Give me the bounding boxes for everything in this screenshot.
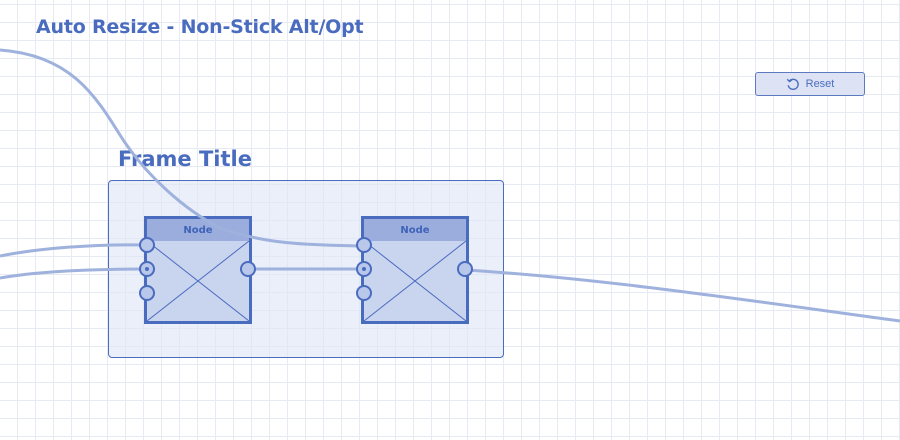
node-body bbox=[146, 240, 250, 322]
node-2-input-port-2[interactable] bbox=[356, 261, 372, 277]
reset-label: Reset bbox=[805, 78, 835, 90]
node-1[interactable]: Node bbox=[144, 216, 252, 324]
node-title: Node bbox=[183, 224, 213, 236]
reset-button[interactable]: Reset bbox=[755, 72, 865, 96]
frame-title[interactable]: Frame Title bbox=[118, 147, 252, 171]
node-header[interactable]: Node bbox=[364, 219, 466, 241]
node-placeholder-icon bbox=[363, 240, 467, 322]
node-1-input-port-2[interactable] bbox=[139, 261, 155, 277]
node-1-output-port[interactable] bbox=[240, 261, 256, 277]
node-1-input-port-3[interactable] bbox=[139, 285, 155, 301]
node-header[interactable]: Node bbox=[147, 219, 249, 241]
node-title: Node bbox=[400, 224, 430, 236]
page-title: Auto Resize - Non-Stick Alt/Opt bbox=[36, 16, 364, 38]
node-2[interactable]: Node bbox=[361, 216, 469, 324]
refresh-icon bbox=[786, 77, 800, 91]
node-body bbox=[363, 240, 467, 322]
node-2-input-port-3[interactable] bbox=[356, 285, 372, 301]
node-2-output-port[interactable] bbox=[457, 261, 473, 277]
node-placeholder-icon bbox=[146, 240, 250, 322]
node-1-input-port-1[interactable] bbox=[139, 237, 155, 253]
wire-node2-out-to-offscreen bbox=[464, 268, 900, 323]
node-2-input-port-1[interactable] bbox=[356, 237, 372, 253]
